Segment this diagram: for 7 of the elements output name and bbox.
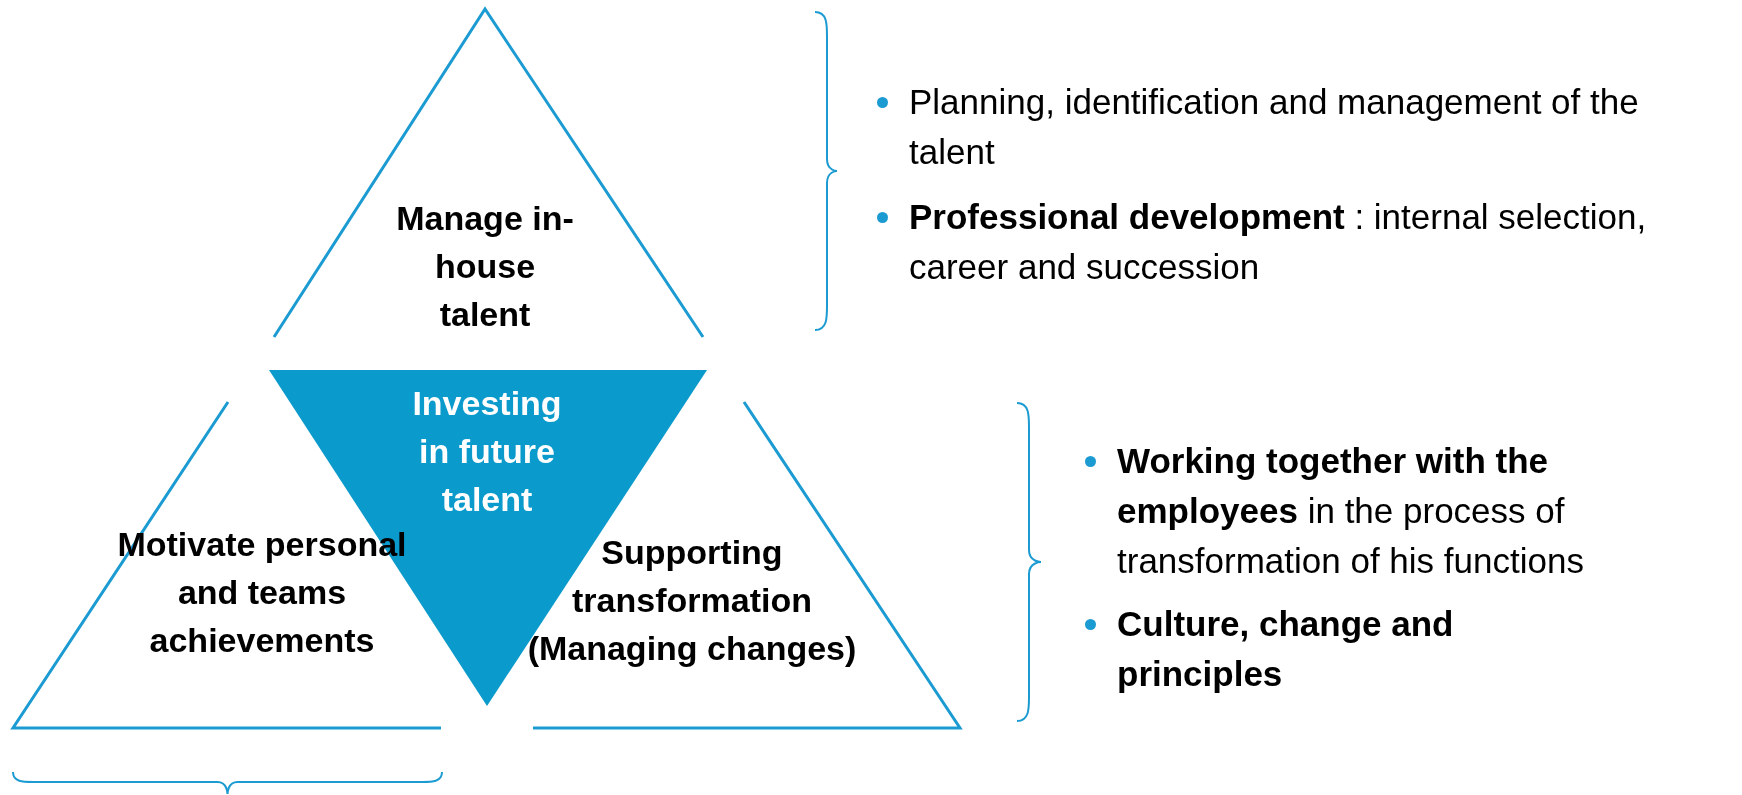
bullet-text: Planning, identification and management of the talent xyxy=(909,81,1640,173)
triangle-label: Investing in future talent xyxy=(411,383,563,520)
bullet-text: Professional development : internal selection, career and succession xyxy=(909,196,1648,288)
triangle-label: Supporting transformation (Managing changes) xyxy=(526,532,858,669)
triangle-label: Manage in-house talent xyxy=(395,198,575,335)
bullet-text: Working together with the employees in the process of transformation of his functions xyxy=(1117,440,1585,582)
bullet-text: Culture, change and principles xyxy=(1117,603,1455,695)
